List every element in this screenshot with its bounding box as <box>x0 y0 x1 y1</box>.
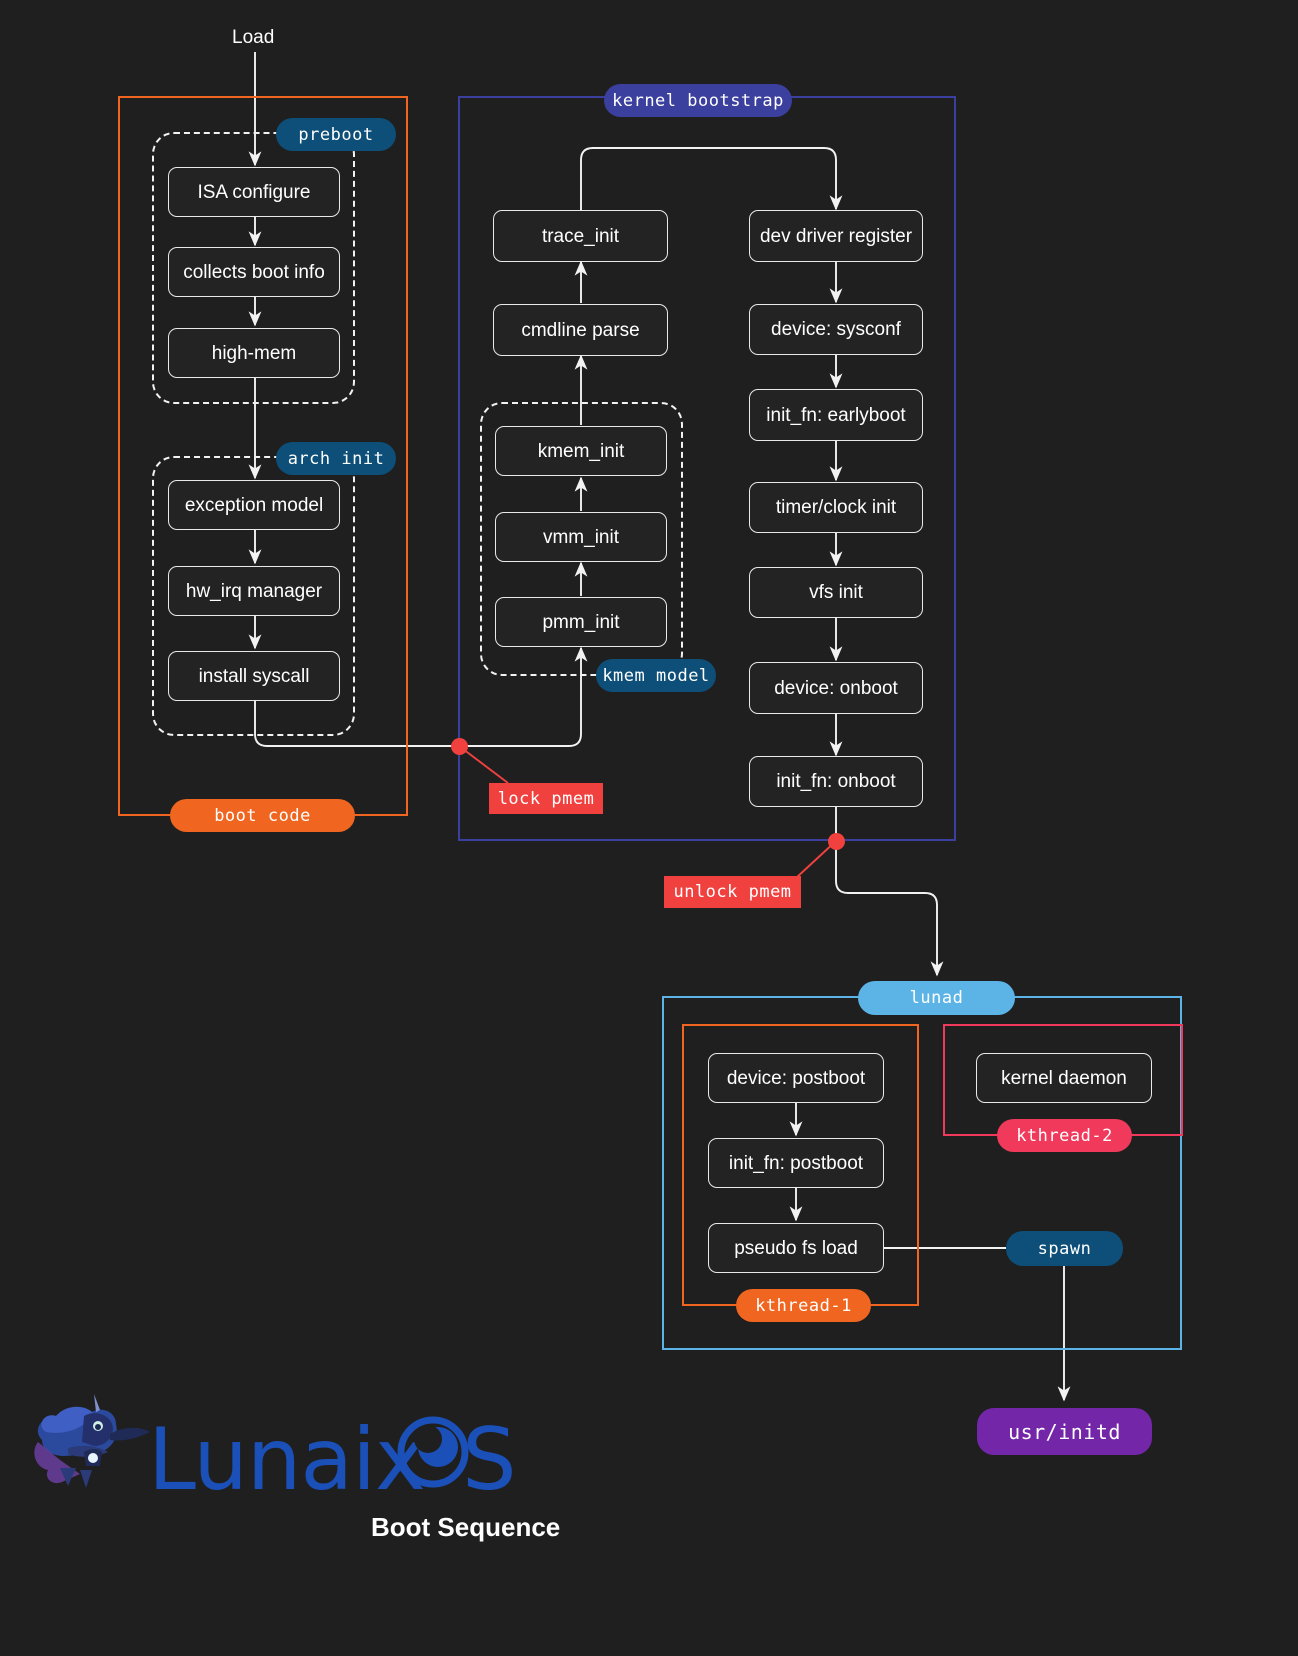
tag-kthread-1: kthread-1 <box>736 1289 871 1322</box>
node-kmem-init[interactable]: kmem_init <box>495 426 667 476</box>
node-high-mem[interactable]: high-mem <box>168 328 340 378</box>
node-init-fn-earlyboot[interactable]: init_fn: earlyboot <box>749 389 923 441</box>
subgroup-preboot <box>152 132 355 404</box>
tag-kmem-model: kmem model <box>596 659 716 692</box>
node-exception-model[interactable]: exception model <box>168 480 340 530</box>
node-timer-clock-init[interactable]: timer/clock init <box>749 482 923 533</box>
node-install-syscall[interactable]: install syscall <box>168 651 340 701</box>
node-hw-irq-manager[interactable]: hw_irq manager <box>168 566 340 616</box>
lock-pmem-dot <box>451 738 468 755</box>
marker-unlock-pmem: unlock pmem <box>664 876 801 908</box>
node-cmdline-parse[interactable]: cmdline parse <box>493 304 668 356</box>
tag-preboot: preboot <box>276 118 396 151</box>
node-device-onboot[interactable]: device: onboot <box>749 662 923 714</box>
logo-moon-o-icon <box>397 1416 469 1488</box>
logo-wordmark-lunaix: Lunaix <box>148 1410 426 1510</box>
entry-label-load: Load <box>232 27 275 48</box>
node-dev-driver-register[interactable]: dev driver register <box>749 210 923 262</box>
diagram-title: Boot Sequence <box>371 1512 561 1542</box>
logo-wordmark-s: S <box>462 1410 517 1510</box>
node-device-postboot[interactable]: device: postboot <box>708 1053 884 1103</box>
node-pmm-init[interactable]: pmm_init <box>495 597 667 647</box>
tag-arch-init: arch init <box>276 442 396 475</box>
node-vmm-init[interactable]: vmm_init <box>495 512 667 562</box>
node-pseudo-fs-load[interactable]: pseudo fs load <box>708 1223 884 1273</box>
tag-spawn: spawn <box>1006 1231 1123 1266</box>
lunaix-logo-mark <box>34 1394 150 1488</box>
node-vfs-init[interactable]: vfs init <box>749 567 923 618</box>
subgroup-kmem-model <box>480 402 683 676</box>
node-isa-configure[interactable]: ISA configure <box>168 167 340 217</box>
node-device-sysconf[interactable]: device: sysconf <box>749 304 923 355</box>
unlock-pmem-dot <box>828 833 845 850</box>
tag-kernel-bootstrap: kernel bootstrap <box>604 84 792 117</box>
tag-boot-code: boot code <box>170 799 355 832</box>
node-init-fn-postboot[interactable]: init_fn: postboot <box>708 1138 884 1188</box>
tag-lunad: lunad <box>858 981 1015 1015</box>
tag-kthread-2: kthread-2 <box>997 1119 1132 1152</box>
marker-lock-pmem: lock pmem <box>489 783 603 814</box>
node-usr-initd[interactable]: usr/initd <box>977 1408 1152 1455</box>
node-collects-boot-info[interactable]: collects boot info <box>168 247 340 297</box>
node-trace-init[interactable]: trace_init <box>493 210 668 262</box>
subgroup-arch-init <box>152 456 355 736</box>
node-kernel-daemon[interactable]: kernel daemon <box>976 1053 1152 1103</box>
node-init-fn-onboot[interactable]: init_fn: onboot <box>749 756 923 807</box>
